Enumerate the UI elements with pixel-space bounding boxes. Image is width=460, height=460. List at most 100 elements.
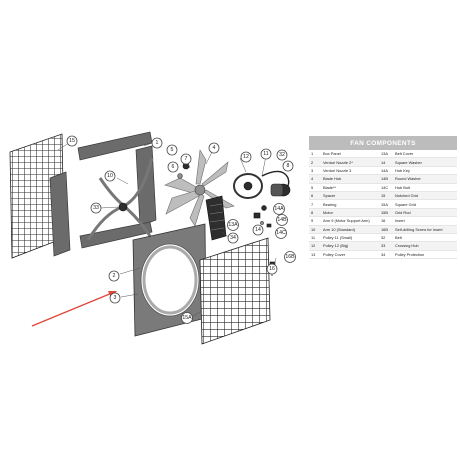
part-number: 34 — [380, 250, 394, 260]
svg-text:12: 12 — [243, 154, 249, 160]
part-number: 13A — [380, 150, 394, 159]
part-number: 2 — [309, 157, 322, 167]
svg-text:10: 10 — [107, 173, 113, 179]
callout-14c: 14C — [275, 227, 287, 239]
callout-33: 33 — [90, 202, 102, 214]
part-name: Square Grid — [394, 199, 457, 209]
part-number: 14A — [380, 166, 394, 176]
part-name: Insert — [394, 216, 457, 226]
svg-text:8: 8 — [287, 163, 290, 169]
part-number: 11 — [309, 233, 322, 243]
callout-8: 8 — [282, 160, 294, 172]
callout-6: 6 — [167, 161, 179, 173]
callout-32: 32 — [276, 149, 288, 161]
svg-text:34: 34 — [230, 235, 236, 241]
fan-blades-5 — [164, 149, 235, 227]
part-number: 5 — [309, 183, 322, 192]
svg-text:6: 6 — [172, 164, 175, 170]
svg-text:1: 1 — [156, 140, 159, 146]
part-name: Crossing Hub — [394, 241, 457, 251]
hub-hardware-14 — [253, 205, 272, 228]
part-number: 9 — [309, 216, 322, 226]
pulley-12 — [233, 173, 263, 199]
part-name: Pulley Protection — [394, 250, 457, 260]
svg-text:2: 2 — [113, 273, 116, 279]
part-number: 14B — [380, 174, 394, 184]
callout-16: 16 — [266, 263, 278, 275]
svg-text:7: 7 — [185, 156, 188, 162]
part-number: 16 — [380, 216, 394, 226]
part-number: 4 — [309, 174, 322, 184]
part-name: Pulley 11 (Small) — [322, 233, 380, 243]
callout-15: 15 — [66, 135, 78, 147]
callout-3: 3 — [109, 292, 121, 304]
motor-8 — [270, 183, 291, 197]
callout-14: 14 — [252, 224, 264, 236]
callout-13a: 13A — [227, 219, 239, 231]
callout-11: 11 — [260, 148, 272, 160]
part-name: Hub Key — [394, 166, 457, 176]
square-grid-15a — [199, 237, 271, 345]
part-number: 15B — [380, 208, 394, 218]
part-name: Pulley 12 (Big) — [322, 241, 380, 251]
part-name: Box Panel — [322, 150, 380, 159]
part-name: Spacer — [322, 191, 380, 201]
part-name: Blade Hub — [322, 174, 380, 184]
svg-text:15A: 15A — [182, 315, 192, 321]
part-name: Arm 9 (Motor Support Arm) — [322, 216, 380, 226]
leader-lines — [57, 142, 277, 317]
part-number: 33 — [380, 241, 394, 251]
svg-text:14A: 14A — [274, 206, 284, 212]
part-name: Square Washer — [394, 157, 457, 167]
callout-2: 2 — [108, 270, 120, 282]
svg-text:16: 16 — [269, 266, 275, 272]
svg-text:14: 14 — [255, 227, 261, 233]
svg-text:14B: 14B — [277, 217, 287, 223]
part-name: Belt — [394, 233, 457, 243]
callout-34: 34 — [227, 232, 239, 244]
venturi-nozzle-3 — [132, 223, 207, 337]
box-panel-1 — [49, 131, 157, 257]
part-number: 6 — [309, 191, 322, 201]
part-number: 12 — [309, 241, 322, 251]
callout-14a: 14A — [273, 203, 285, 215]
callout-1: 1 — [151, 137, 163, 149]
part-name: Notched Grid — [394, 191, 457, 201]
venturi-nozzle-2 — [142, 245, 198, 315]
part-name: Motor — [322, 208, 380, 218]
part-number: 15A — [380, 199, 394, 209]
svg-text:15: 15 — [69, 138, 75, 144]
svg-text:14C: 14C — [276, 230, 286, 236]
part-name: Venturi Nozzle 2* — [322, 157, 380, 167]
svg-text:3: 3 — [114, 295, 117, 301]
part-name: Hub Bolt — [394, 183, 457, 192]
callout-16b: 16B — [284, 251, 296, 263]
part-number: 15 — [380, 191, 394, 201]
svg-text:16B: 16B — [285, 254, 295, 260]
part-name: Bearing — [322, 199, 380, 209]
bearing-7 — [177, 162, 190, 179]
callout-12: 12 — [240, 151, 252, 163]
part-number: 16B — [380, 225, 394, 234]
part-name: Venturi Nozzle 3 — [322, 166, 380, 176]
callout-10: 10 — [104, 170, 116, 182]
table-title: FAN COMPONENTS — [309, 136, 457, 150]
part-number: 1 — [309, 150, 322, 159]
part-name: Belt Cover — [394, 150, 457, 159]
callout-4: 4 — [208, 142, 220, 154]
pointer-arrow — [31, 291, 117, 327]
svg-text:4: 4 — [213, 145, 216, 151]
part-number: 7 — [309, 199, 322, 209]
svg-text:5: 5 — [171, 147, 174, 153]
